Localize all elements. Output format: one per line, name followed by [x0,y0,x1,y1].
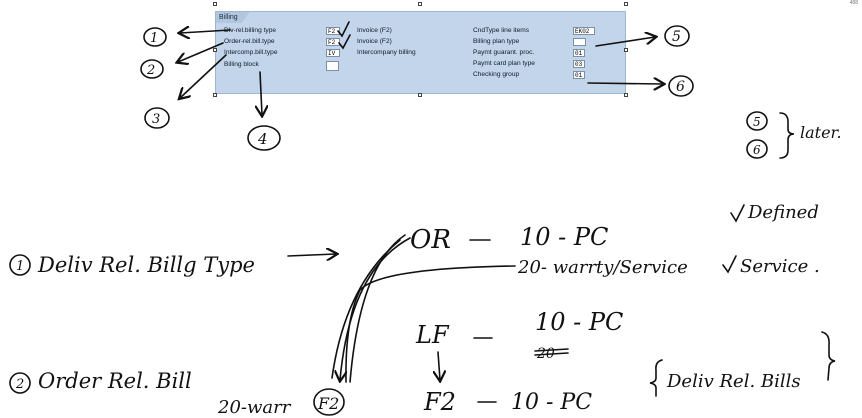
check-mark-1 [337,21,350,38]
check-service [722,255,737,274]
arrow-4 [260,71,262,115]
billing-panel-title: Billing [216,12,250,23]
or-20-warranty: 20- warrty/Service [517,257,688,278]
circle-4 [247,125,281,151]
circle-bottom-f2 [313,388,345,416]
resize-handle-ml[interactable] [213,48,217,52]
circle-6 [668,75,694,97]
resize-handle-tl[interactable] [213,2,217,6]
or-text: OR [410,225,451,255]
arrow-5 [595,37,655,47]
dlv-rel-billing-type-field[interactable]: F2 [326,27,340,35]
f2-text: F2 [423,388,456,416]
intercomp-bill-type-label: Intercomp.bill.type [224,49,278,56]
corner-text: 488 [849,0,858,6]
order-billing-type-description: Invoice (F2) [357,38,392,45]
order-rel-bill-type-field[interactable]: F2 [326,38,340,46]
callout-5-text: 5 [672,29,681,45]
curve-or-f2-1 [340,237,411,380]
curve-20-f2 [345,265,516,383]
brace-right [821,331,836,381]
resize-handle-tr[interactable] [624,2,628,6]
circle-2 [140,59,164,79]
circle-later-6 [746,139,768,159]
paymt-card-plan-type-field[interactable]: 03 [573,60,585,68]
billing-panel: Billing Dlv-rel.billing type Order-rel.b… [215,11,626,94]
arrow-1 [180,30,231,33]
dlv-rel-billing-type-label: Dlv-rel.billing type [224,27,277,34]
cndtype-line-items-label: CndType line items [473,27,530,34]
resize-handle-mr[interactable] [624,48,628,52]
arrow-lf-f2 [438,351,440,380]
cndtype-line-items-field[interactable]: EK02 [573,27,595,35]
circle-3 [144,107,170,129]
arrow-row1 [287,254,336,256]
callout-1-text: 1 [150,31,158,46]
arrow-3 [180,54,227,98]
lf-text: LF [415,321,450,349]
order-rel-bill-type-label: Order-rel.bill.type [224,38,275,45]
curve-or-f2-2 [349,234,406,383]
row1-number: 1 [16,259,24,274]
service-text: Service . [740,256,820,277]
row2-label: Order Rel. Bill [38,369,192,393]
circle-1 [143,27,167,47]
intercomp-billing-type-description: Intercompany billing [357,49,416,56]
circle-later-5 [746,111,768,131]
circle-5 [664,25,690,47]
billing-plan-type-field[interactable] [573,38,586,46]
paymt-card-plan-type-label: Paymt card plan type [473,60,535,67]
bottom-warranty-text: 20-warr [217,397,292,418]
curve-or-f2-3 [331,239,401,379]
arrow-2 [178,42,224,62]
checking-group-label: Checking group [473,71,520,78]
callout-4-text: 4 [257,130,268,148]
billing-block-field[interactable] [326,61,339,71]
later-5-text: 5 [753,115,761,129]
intercomp-bill-type-field[interactable]: IV [326,49,340,57]
lf-10-pc: 10 - PC [535,308,623,336]
strike-line-1 [534,348,569,352]
row2-number: 2 [15,377,24,392]
circle-row-2 [9,372,31,394]
defined-text: Defined [747,202,819,223]
later-6-text: 6 [753,143,761,157]
f2-10-pc: 10 - PC [511,390,592,415]
bottom-f2-text: F2 [317,394,339,413]
check-mark-2 [338,34,351,50]
brace-left [649,359,663,397]
arrow-6 [587,83,663,84]
strike-line-2 [534,352,569,356]
paymt-guarant-proc-label: Paymt guarant. proc. [473,49,535,56]
paymt-guarant-proc-field[interactable]: 01 [573,49,585,57]
billing-plan-type-label: Billing plan type [473,38,520,45]
resize-handle-bc[interactable] [418,93,422,97]
resize-handle-bl[interactable] [213,93,217,97]
later-brace [779,112,795,159]
callout-6-text: 6 [676,79,685,95]
row1-label: Deliv Rel. Billg Type [37,253,255,277]
deliv-rel-bills-text: Deliv Rel. Bills [666,371,801,392]
lf-20-struck: 20 [536,346,555,362]
check-defined [730,204,745,223]
billing-block-label: Billing block [224,61,259,68]
callout-3-text: 3 [152,112,160,127]
checking-group-field[interactable]: 01 [573,71,585,79]
callout-2-text: 2 [146,63,155,78]
dlv-billing-type-description: Invoice (F2) [357,27,392,34]
later-word: later. [800,123,842,142]
resize-handle-tc[interactable] [418,2,422,6]
or-10-pc: 10 - PC [520,223,608,251]
resize-handle-br[interactable] [624,93,628,97]
circle-row-1 [9,254,31,276]
